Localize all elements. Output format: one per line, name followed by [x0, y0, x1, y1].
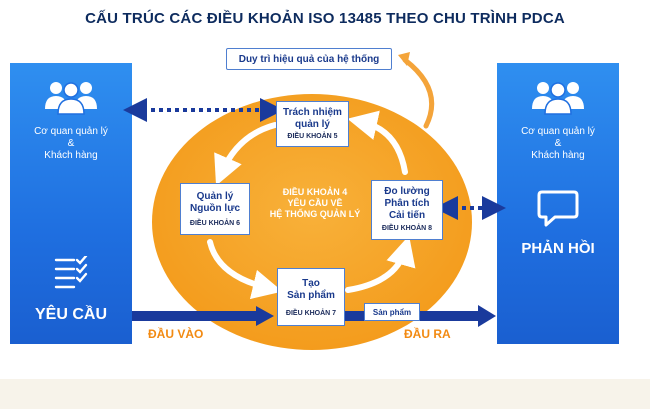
stakeholder-line3: Khách hàng — [531, 150, 585, 161]
requirements-panel: Cơ quan quản lý & Khách hàng YÊU CẦU — [10, 63, 132, 344]
feedback-label: PHẢN HỒI — [521, 240, 595, 257]
center-line1: ĐIỀU KHOẢN 4 — [282, 187, 348, 197]
clause8-box: Đo lường Phân tích Cải tiến ĐIỀU KHOẢN 8 — [371, 180, 443, 240]
cycle-arrow-bottom-left — [207, 239, 283, 300]
cycle-arrow-top-left — [214, 122, 278, 186]
clause8-number: ĐIỀU KHOẢN 8 — [381, 225, 433, 232]
clause8-line3: Cải tiến — [388, 210, 426, 221]
page-title: CẤU TRÚC CÁC ĐIỀU KHOẢN ISO 13485 THEO C… — [85, 10, 565, 27]
output-arrow-head — [478, 305, 496, 327]
maintain-arrow — [402, 57, 435, 129]
stakeholder-label: Cơ quan quản lý & Khách hàng — [497, 126, 619, 162]
stakeholder-line1: Cơ quan quản lý — [34, 126, 108, 137]
people-group-icon — [531, 79, 585, 120]
maintain-arrow-head — [398, 52, 410, 66]
maintain-effectiveness-box: Duy trì hiệu quả của hệ thống — [226, 48, 392, 70]
clause4-center: ĐIỀU KHOẢN 4 YÊU CẦU VỀ HỆ THỐNG QUẢN LÝ — [255, 187, 375, 220]
clause8-line2: Phân tích — [384, 198, 430, 209]
bottom-band — [0, 379, 650, 409]
cycle-arrow-bottom-right — [345, 235, 416, 293]
clause6-number: ĐIỀU KHOẢN 6 — [189, 220, 241, 227]
center-line2: YÊU CẦU VỀ — [287, 198, 343, 208]
stakeholder-label: Cơ quan quản lý & Khách hàng — [10, 126, 132, 162]
clause6-line1: Quản lý — [196, 191, 234, 202]
output-label: ĐẦU RA — [404, 327, 451, 341]
clause5-box: Trách nhiệm quản lý ĐIỀU KHOẢN 5 — [276, 101, 349, 147]
center-line3: HỆ THỐNG QUẢN LÝ — [269, 209, 361, 219]
clause5-line1: Trách nhiệm — [283, 107, 342, 118]
stakeholder-line3: Khách hàng — [44, 150, 98, 161]
clause7-line2: Sản phẩm — [287, 290, 335, 301]
input-arrow-head — [256, 306, 274, 326]
clause6-box: Quản lý Nguồn lực ĐIỀU KHOẢN 6 — [180, 183, 250, 235]
speech-bubble-icon — [537, 189, 579, 234]
clause7-line1: Tạo — [302, 278, 320, 289]
stakeholder-line1: Cơ quan quản lý — [521, 126, 595, 137]
clause6-line2: Nguồn lực — [189, 203, 240, 214]
stakeholder-line2: & — [554, 138, 562, 149]
feedback-panel: Cơ quan quản lý & Khách hàng PHẢN HỒI — [497, 63, 619, 344]
people-group-icon — [44, 79, 98, 120]
clause5-line2: quản lý — [294, 119, 330, 130]
requirements-label: YÊU CẦU — [34, 306, 107, 323]
cycle-arrow-top-right — [347, 110, 408, 175]
stakeholder-line2: & — [67, 138, 75, 149]
product-box: Sản phẩm — [364, 303, 420, 321]
clause7-box: Tạo Sản phẩm ĐIỀU KHOẢN 7 — [277, 268, 345, 326]
input-label: ĐẦU VÀO — [148, 327, 204, 341]
checklist-icon — [54, 254, 88, 299]
input-arrow-shaft — [132, 311, 256, 321]
clause8-line1: Đo lường — [384, 186, 430, 197]
clause5-number: ĐIỀU KHOẢN 5 — [287, 133, 338, 140]
clause7-number: ĐIỀU KHOẢN 7 — [285, 310, 337, 317]
